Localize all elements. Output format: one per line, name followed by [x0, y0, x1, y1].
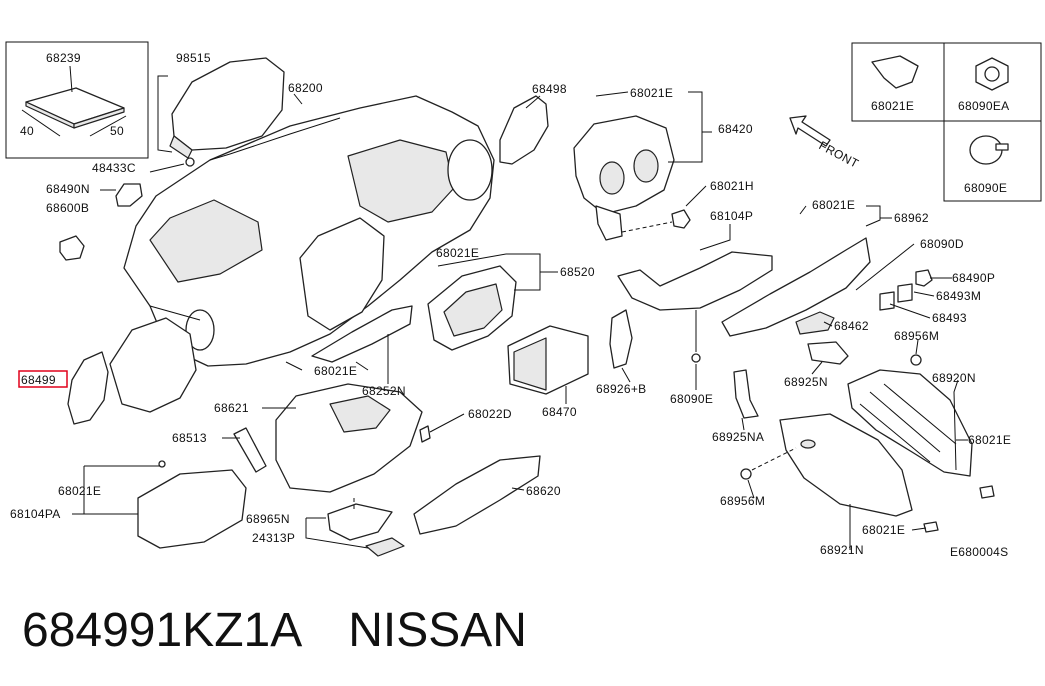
part-label: 68493M [936, 289, 981, 303]
side-legend: 68021E 68090EA 68090E [851, 42, 1042, 202]
part-label: 68200 [288, 81, 323, 95]
legend-label: 68090E [964, 181, 1007, 195]
bracket-68498 [499, 95, 549, 165]
part-label: 68021E [812, 198, 855, 212]
trim-68620 [413, 455, 541, 535]
part-number: 684991KZ1A [22, 603, 303, 657]
part-label: 48433C [92, 161, 136, 175]
part-label: 68621 [214, 401, 249, 415]
bracket-68104P [617, 251, 773, 311]
part-label: 68252N [362, 384, 406, 398]
dimension-label: 40 [20, 124, 34, 138]
part-label: 68022D [468, 407, 512, 421]
part-label: 68926+B [596, 382, 646, 396]
leader-lines [72, 75, 968, 550]
pad-24313P [365, 537, 405, 557]
dimension-label: 50 [110, 124, 124, 138]
lid-68965N [327, 503, 393, 541]
part-label: 68021E [862, 523, 905, 537]
part-label: 68498 [532, 82, 567, 96]
part-label: 68021E [630, 86, 673, 100]
clip-68493M [897, 283, 913, 303]
highlight-box-68499 [18, 370, 68, 388]
part-label: 68490N [46, 182, 90, 196]
bracket-68925N [807, 341, 849, 365]
bracket-68462 [795, 311, 835, 335]
part-label: 68021H [710, 179, 754, 193]
highlighted-part-label: 68499 [21, 373, 56, 387]
legend-label: 68021E [871, 99, 914, 113]
part-label: 24313P [252, 531, 295, 545]
clip-68490P [915, 269, 933, 287]
clip-68021E-right [979, 485, 995, 499]
part-label: 68925N [784, 375, 828, 389]
part-label: 68956M [894, 329, 939, 343]
part-label: 68520 [560, 265, 595, 279]
part-label: 68104P [710, 209, 753, 223]
glovebox-lid-68921N [779, 413, 913, 517]
cluster-lid-68520 [427, 265, 517, 351]
part-label: 68493 [932, 311, 967, 325]
bracket-68513 [233, 427, 267, 473]
front-label: FRONT [817, 138, 862, 171]
reference-code: E680004S [950, 545, 1008, 559]
screw-68022D [419, 425, 431, 443]
legend-panel-68239: 68239 40 50 [5, 41, 149, 159]
part-label: 68090E [670, 392, 713, 406]
clip-68021H [671, 209, 691, 229]
clip-68021E-lower [923, 521, 939, 533]
part-label: 68021E [58, 484, 101, 498]
trim-68252N [311, 305, 413, 363]
bracket-68925NA [733, 369, 759, 419]
parts-diagram: 68239 40 50 68021E 68090EA 68090E FRONT [5, 41, 1042, 559]
part-label: 68090D [920, 237, 964, 251]
screw-68956M [910, 354, 922, 366]
duct-68470 [507, 325, 589, 395]
screw-68956M-lower [740, 468, 752, 480]
front-direction-arrow: FRONT [789, 115, 862, 171]
part-label: 68420 [718, 122, 753, 136]
clip-68490N [115, 183, 143, 207]
part-label: 68956M [720, 494, 765, 508]
bracket-68926B [609, 309, 633, 369]
bracket-68104PA [137, 460, 247, 549]
part-label: 68104PA [10, 507, 61, 521]
part-label: 68470 [542, 405, 577, 419]
lower-cover-68621 [275, 383, 423, 493]
instrument-panel-68200 [123, 95, 495, 367]
airbag-98515 [169, 57, 285, 167]
trim-68962 [721, 237, 871, 337]
part-label: 68965N [246, 512, 290, 526]
part-label: 68962 [894, 211, 929, 225]
part-labels: 98515 68200 48433C 68490N 68600B 68498 6… [10, 51, 1011, 559]
part-label: 68920N [932, 371, 976, 385]
part-label: 68021E [314, 364, 357, 378]
brand-name: NISSAN [348, 603, 527, 657]
side-trim-68499 [67, 317, 197, 425]
part-label: 68021E [436, 246, 479, 260]
meter-hood-68420 [573, 115, 675, 241]
part-label: 68513 [172, 431, 207, 445]
part-label: 68239 [46, 51, 81, 65]
legend-label: 68090EA [958, 99, 1009, 113]
part-label: 68490P [952, 271, 995, 285]
clip-68493 [879, 291, 895, 311]
part-label: 68462 [834, 319, 869, 333]
part-label: 98515 [176, 51, 211, 65]
clip-68600B [59, 235, 85, 261]
part-label: 68021E [968, 433, 1011, 447]
part-caption: 684991KZ1A NISSAN [22, 598, 527, 662]
part-label: 68600B [46, 201, 89, 215]
part-label: 68620 [526, 484, 561, 498]
part-label: 68921N [820, 543, 864, 557]
glovebox-inner-68920N [847, 369, 973, 477]
part-label: 68925NA [712, 430, 764, 444]
screw-68090E [691, 353, 701, 363]
